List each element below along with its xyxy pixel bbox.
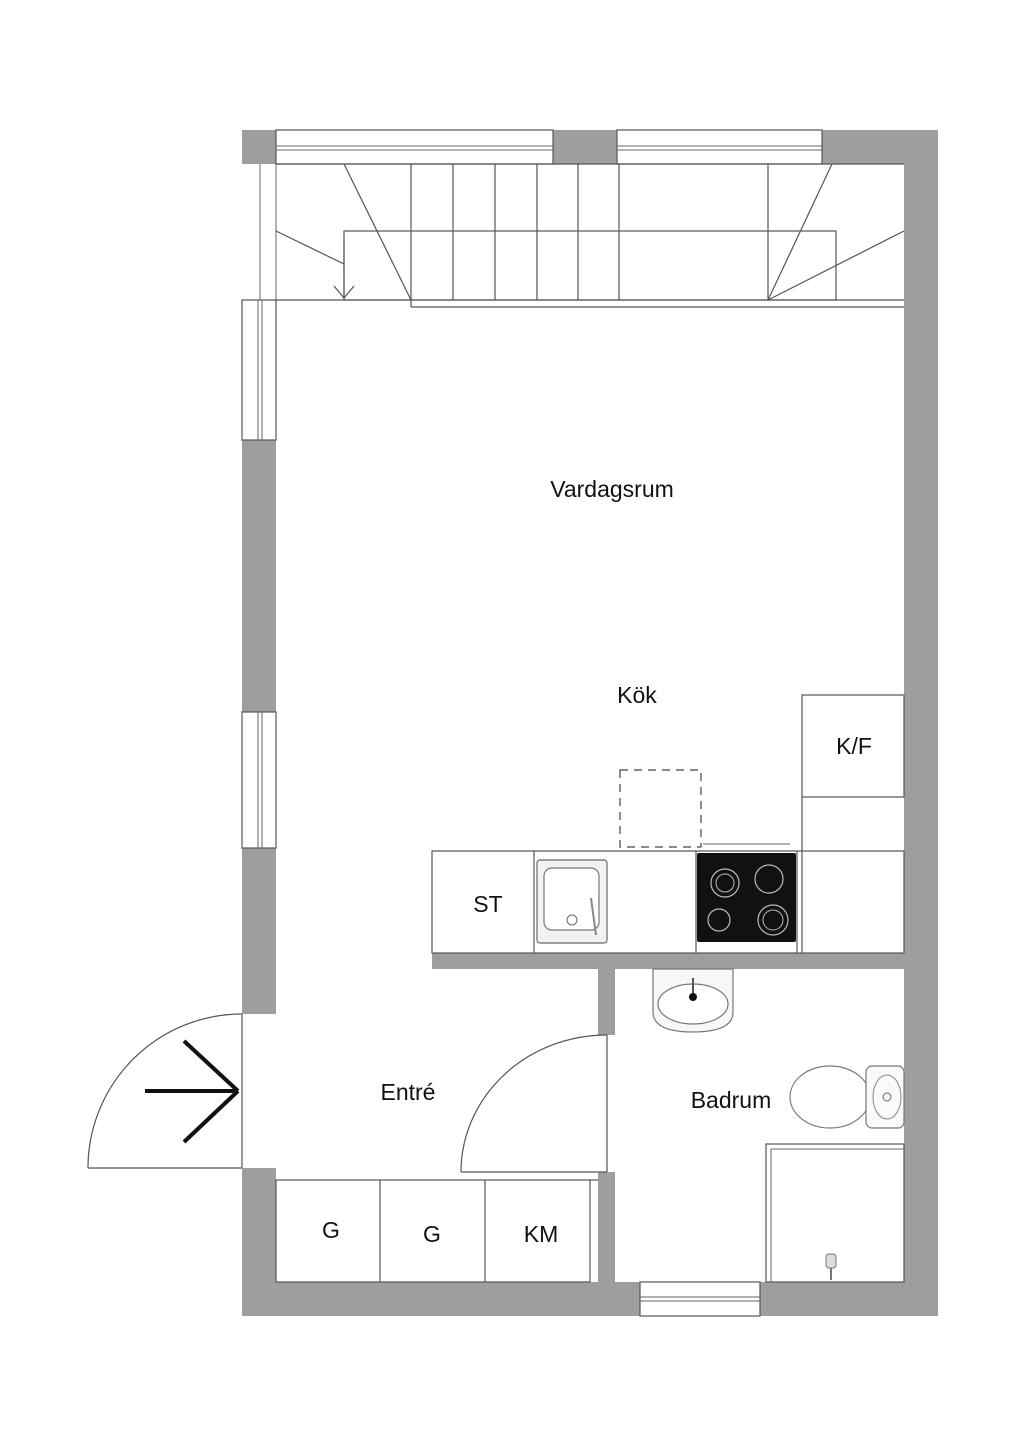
wall-right — [904, 130, 938, 1316]
fixture-label-wardrobe-1: G — [322, 1217, 340, 1243]
fixture-label-washing-machine: KM — [524, 1221, 559, 1247]
shower-area — [765, 1143, 905, 1283]
room-label-kitchen: Kök — [617, 682, 657, 708]
sink-icon — [536, 859, 608, 944]
staircase — [275, 163, 905, 308]
wall-bottom-left — [242, 1282, 640, 1316]
walls — [242, 130, 938, 1316]
room-label-living: Vardagsrum — [550, 476, 674, 502]
window-top-right — [616, 129, 823, 165]
fixture-label-wardrobe-2: G — [423, 1221, 441, 1247]
windows — [241, 129, 823, 1317]
entry-door — [87, 1013, 243, 1169]
room-label-entry: Entré — [381, 1079, 436, 1105]
labels: Vardagsrum Kök K/F ST Entré Badrum G G K… — [322, 476, 872, 1247]
shower-head-icon — [825, 1253, 837, 1280]
wall-interior-vertical-upper — [598, 953, 615, 1035]
entrance-arrow-icon — [145, 1039, 240, 1144]
window-left-middle — [241, 711, 277, 849]
window-bottom — [639, 1281, 761, 1317]
range-hood — [619, 769, 702, 848]
fixture-label-fridge-freezer: K/F — [836, 733, 872, 759]
room-label-bathroom: Badrum — [691, 1087, 772, 1113]
wardrobes — [275, 1179, 598, 1283]
wall-left-middle — [242, 848, 276, 1014]
toilet-icon — [789, 1065, 905, 1129]
kitchen-counter — [431, 769, 905, 954]
wall-top-left — [242, 130, 276, 164]
window-left-top — [241, 299, 277, 441]
washbasin-icon — [652, 968, 734, 1033]
wall-left-upper — [242, 440, 276, 712]
bathroom-door — [460, 1034, 608, 1173]
wall-left-lower — [242, 1168, 276, 1316]
bathroom-fixtures — [652, 968, 905, 1283]
window-top-left — [275, 129, 554, 165]
wall-top-middle — [553, 130, 617, 164]
wall-interior-vertical-lower — [598, 1172, 615, 1282]
wall-interior-horizontal — [432, 953, 904, 969]
wall-bottom-right — [760, 1282, 938, 1316]
stove-icon — [697, 853, 796, 942]
fridge-freezer — [801, 694, 905, 953]
fixture-label-storage: ST — [473, 891, 502, 917]
